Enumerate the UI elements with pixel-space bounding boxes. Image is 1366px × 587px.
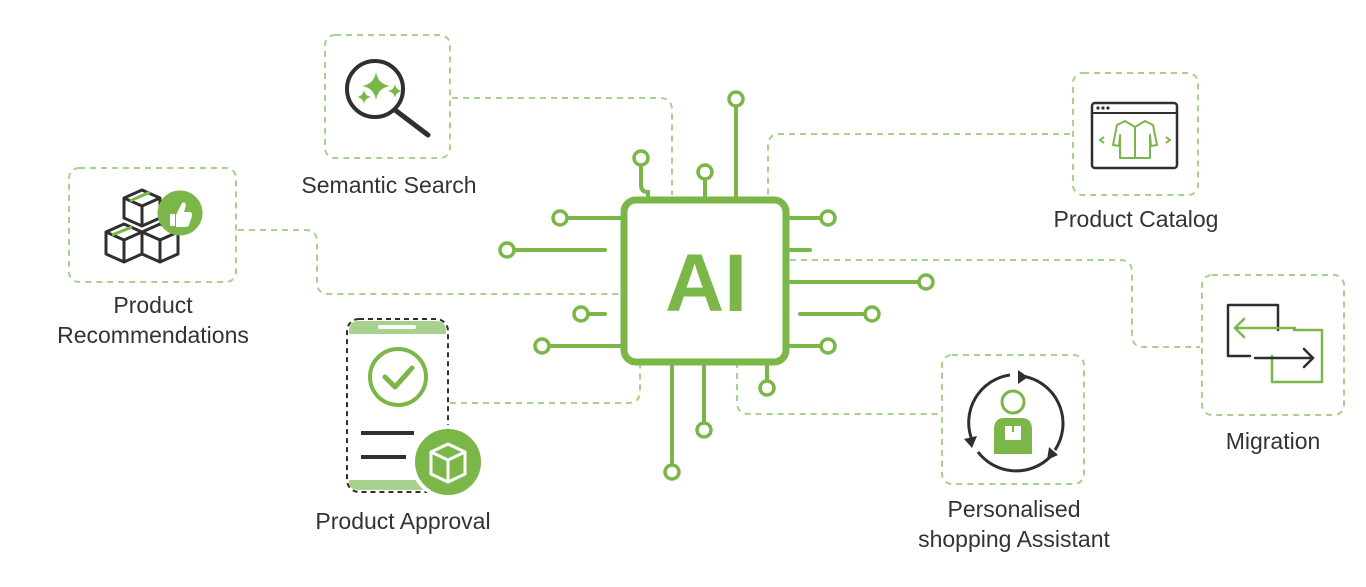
connector-product-recommendations (238, 229, 625, 295)
catalog-jacket-icon (1090, 101, 1179, 170)
assistant-person-icon (964, 370, 1065, 473)
migration-box (1201, 274, 1345, 416)
shopping-assistant-label: Personalised shopping Assistant (880, 494, 1148, 554)
shopping-assistant-line1: Personalised (947, 496, 1081, 522)
product-recommendations-line2: Recommendations (57, 322, 249, 348)
semantic-search-box (324, 34, 451, 159)
connector-shopping-assistant (736, 362, 940, 415)
semantic-search-label: Semantic Search (301, 172, 477, 198)
product-catalog-label: Product Catalog (1053, 206, 1219, 232)
connector-product-catalog (767, 133, 1070, 200)
ai-chip-icon: AI (620, 196, 790, 366)
sparkle-search-icon (345, 59, 431, 138)
product-recommendations-box (68, 167, 237, 283)
product-catalog-box (1072, 72, 1199, 196)
product-approval-label: Product Approval (315, 508, 491, 534)
phone-approval-icon (346, 318, 485, 499)
connector-migration (790, 259, 1200, 348)
product-recommendations-label: Product Recommendations (22, 290, 284, 350)
migration-arrows-icon (1226, 303, 1324, 384)
circuit-traces (512, 105, 920, 467)
connector-product-approval (450, 360, 641, 404)
product-recommendations-line1: Product (113, 292, 193, 318)
dashed-connectors (68, 34, 1345, 485)
boxes-thumbs-up-icon (104, 188, 203, 264)
circuit-pads (498, 90, 935, 481)
shopping-assistant-box (941, 354, 1085, 485)
migration-label: Migration (1225, 428, 1321, 454)
ai-chip-text: AI (665, 238, 747, 329)
shopping-assistant-line2: shopping Assistant (918, 526, 1110, 552)
